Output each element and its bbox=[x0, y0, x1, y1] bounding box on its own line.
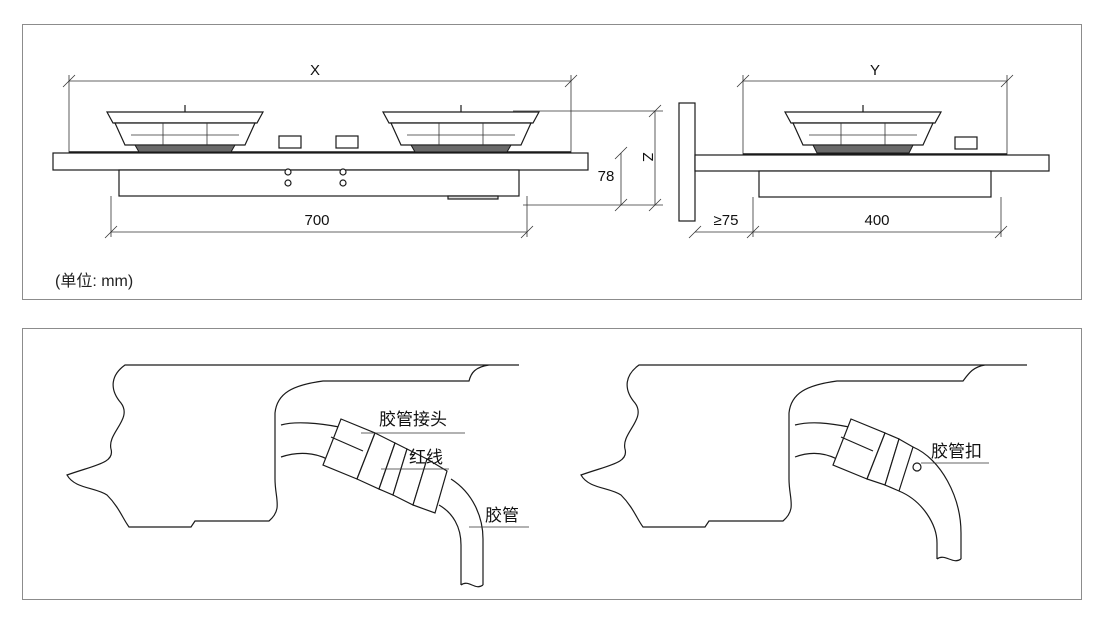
burner-left bbox=[105, 105, 265, 153]
countertop-front bbox=[52, 152, 589, 171]
dimension-drawing-panel: X bbox=[22, 24, 1082, 300]
dimension-drawing: X bbox=[52, 62, 1050, 239]
dim-label-78: 78 bbox=[598, 168, 615, 185]
hose-connector bbox=[322, 418, 448, 514]
knob-side bbox=[954, 136, 978, 150]
knob-left bbox=[278, 135, 302, 149]
hob-body-side bbox=[758, 170, 992, 198]
burner-right bbox=[381, 105, 541, 153]
dim-label-700: 700 bbox=[304, 212, 329, 229]
hob-body-front bbox=[118, 169, 520, 197]
burner-side bbox=[783, 105, 943, 154]
dim-label-y: Y bbox=[870, 62, 880, 79]
label-hose-clamp: 胶管扣 bbox=[931, 442, 982, 462]
hose-detail-right: 胶管扣 bbox=[580, 364, 1027, 562]
side-view: Y ≥75 bbox=[678, 62, 1050, 239]
knob-right bbox=[335, 135, 359, 149]
dim-label-x: X bbox=[310, 62, 320, 79]
front-view: X bbox=[52, 62, 663, 239]
hose-clamp-assembly bbox=[832, 418, 914, 492]
unit-note: (单位: mm) bbox=[55, 273, 134, 290]
dim-label-z: Z bbox=[639, 152, 656, 161]
label-hose-left: 胶管 bbox=[485, 506, 519, 526]
hose-clamp-marker bbox=[912, 462, 922, 472]
dim-label-75: ≥75 bbox=[714, 212, 739, 229]
hose-detail-left: 胶管接头 红线 胶管 bbox=[66, 364, 529, 588]
label-red-line: 红线 bbox=[409, 448, 443, 468]
countertop-side bbox=[694, 154, 1050, 172]
hose-connection-panel: 胶管接头 红线 胶管 胶管扣 bbox=[22, 328, 1082, 600]
label-hose-connector: 胶管接头 bbox=[379, 410, 447, 430]
dim-label-400: 400 bbox=[864, 212, 889, 229]
hose-connection-drawing: 胶管接头 红线 胶管 胶管扣 bbox=[66, 364, 1027, 588]
wall bbox=[678, 102, 696, 222]
